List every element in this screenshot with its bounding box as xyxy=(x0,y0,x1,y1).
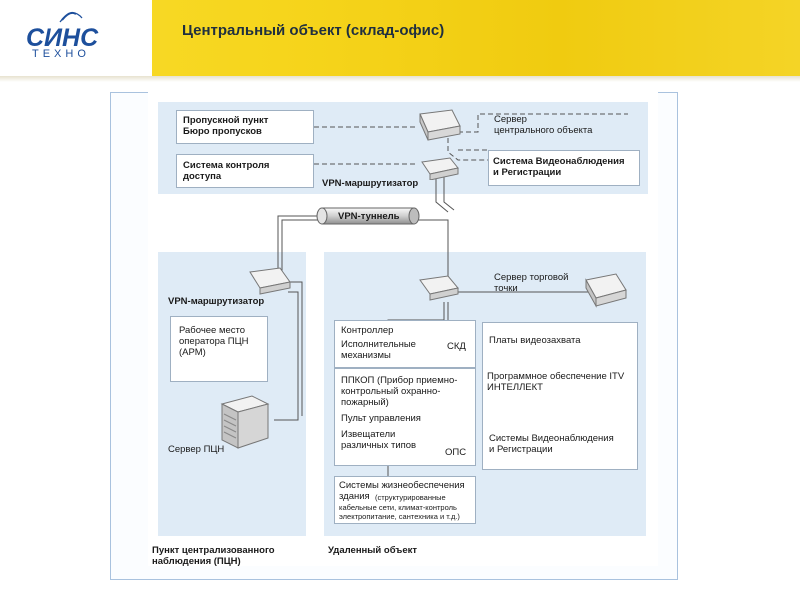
video-software-line1: Программное обеспечение ITV xyxy=(487,371,625,382)
skd-box: Контроллер Исполнительные механизмы СКД xyxy=(334,320,476,368)
vpn-router-left-label: VPN-маршрутизатор xyxy=(168,296,265,307)
checkpoint-line2: Бюро пропусков xyxy=(183,126,262,137)
workstation-line2: оператора ПЦН xyxy=(179,336,249,347)
pcn-zone-label2: наблюдения (ПЦН) xyxy=(152,556,241,567)
logo-sub-text: ТЕХНО xyxy=(32,48,90,60)
central-server-icon xyxy=(419,109,461,141)
video-system-top-box: Система Видеонаблюдения и Регистрации xyxy=(488,150,640,186)
network-diagram: Пропускной пункт Бюро пропусков Система … xyxy=(148,92,658,567)
life-support-note3: электропитание, сантехника и т.д.) xyxy=(339,512,460,521)
life-support-title2: здания xyxy=(339,491,370,502)
central-server-label1: Сервер xyxy=(494,114,527,125)
ops-ppkop-line2: контрольный охранно- xyxy=(341,386,441,397)
access-control-line2: доступа xyxy=(183,171,222,182)
workstation-line3: (АРМ) xyxy=(179,347,206,358)
ops-box: ППКОП (Прибор приемно- контрольный охран… xyxy=(334,368,476,466)
ops-tag: ОПС xyxy=(445,447,467,458)
central-server-label2: центрального объекта xyxy=(494,125,593,136)
vpn-tunnel-label: VPN-туннель xyxy=(338,211,400,222)
skd-tag: СКД xyxy=(447,341,466,352)
logo-main-text: СИНС xyxy=(26,24,99,52)
header-shadow xyxy=(0,76,800,82)
remote-zone-label: Удаленный объект xyxy=(328,545,418,556)
workstation-box: Рабочее место оператора ПЦН (АРМ) xyxy=(170,316,268,382)
vpn-tunnel-icon xyxy=(316,207,420,225)
pcn-server-label: Сервер ПЦН xyxy=(168,444,225,455)
ops-detectors-line2: различных типов xyxy=(341,440,417,451)
video-software-line2: ИНТЕЛЛЕКТ xyxy=(487,382,543,393)
connection-lines xyxy=(274,113,628,476)
vpn-router-top-icon xyxy=(421,157,459,180)
life-support-note2: кабельные сети, климат-контроль xyxy=(339,503,457,512)
skd-actuators-line1: Исполнительные xyxy=(341,339,416,350)
access-control-box: Система контроля доступа xyxy=(176,154,314,188)
shop-server-label1: Сервер торговой xyxy=(494,272,569,283)
life-support-title1: Системы жизнеобеспечения xyxy=(339,480,465,491)
video-system-top-line1: Система Видеонаблюдения xyxy=(493,156,625,167)
checkpoint-line1: Пропускной пункт xyxy=(183,115,269,126)
shop-server-icon xyxy=(585,273,627,308)
life-support-note1: (структурированные xyxy=(375,493,446,502)
pcn-zone-label1: Пункт централизованного xyxy=(152,545,275,556)
video-systems-line1: Системы Видеонаблюдения xyxy=(489,433,614,444)
ops-ppkop-line1: ППКОП (Прибор приемно- xyxy=(341,375,458,386)
video-box: Платы видеозахвата Программное обеспечен… xyxy=(482,322,638,470)
logo: СИНС ТЕХНО xyxy=(0,0,152,76)
ops-ppkop-line3: пожарный) xyxy=(341,397,389,408)
pcn-zone xyxy=(158,252,306,536)
shop-server-label2: точки xyxy=(494,283,518,294)
video-capture: Платы видеозахвата xyxy=(489,335,581,346)
life-support-box: Системы жизнеобеспечения здания (структу… xyxy=(334,476,476,524)
video-system-top-line2: и Регистрации xyxy=(493,167,562,178)
skd-actuators-line2: механизмы xyxy=(341,350,391,361)
checkpoint-box: Пропускной пункт Бюро пропусков xyxy=(176,110,314,144)
workstation-line1: Рабочее место xyxy=(179,325,246,336)
ops-detectors-line1: Извещатели xyxy=(341,429,396,440)
remote-router-icon xyxy=(419,275,459,301)
pcn-server-icon xyxy=(220,395,270,449)
access-control-line1: Система контроля xyxy=(183,160,270,171)
video-systems-line2: и Регистрации xyxy=(489,444,553,455)
vpn-router-top-label: VPN-маршрутизатор xyxy=(322,178,419,189)
logo-swoosh-icon xyxy=(59,11,83,23)
skd-controller: Контроллер xyxy=(341,325,394,336)
page-title: Центральный объект (склад-офис) xyxy=(182,22,445,39)
vpn-router-left-icon xyxy=(249,267,291,295)
ops-control: Пульт управления xyxy=(341,413,421,424)
